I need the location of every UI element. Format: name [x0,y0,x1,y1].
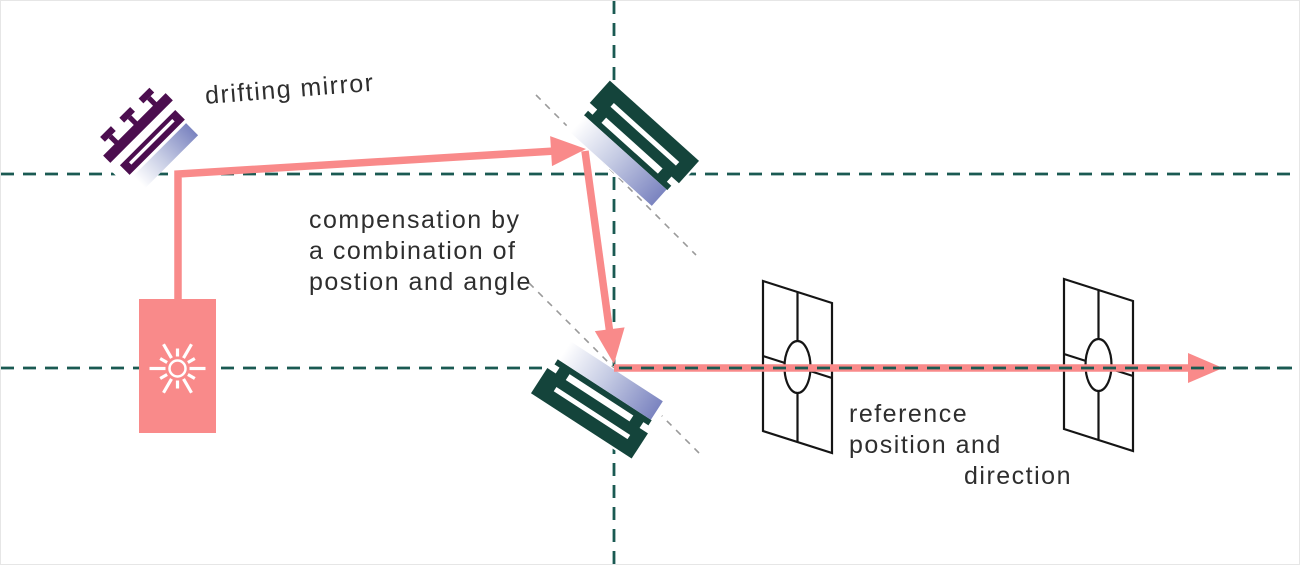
mirror-glass [133,123,199,189]
laser-starburst-icon [149,343,206,394]
reference-label: reference position and direction [849,399,1072,492]
compensation-label: compensation by a combination of postion… [309,205,532,298]
laser-ray [159,357,168,364]
laser-ray [182,343,193,359]
beam-arrowhead-icon [594,327,625,364]
mount-back-plate [103,93,173,163]
reference-label-line3: direction [964,462,1072,490]
beam-segment-mirror1-to-mirror2 [581,150,614,332]
reference-label-line1: reference [849,400,969,428]
beam-arrowhead-icon [550,136,586,167]
laser-source [139,299,216,433]
laser-ray [187,357,196,364]
laser-ray [182,378,193,394]
adjuster-knob-icon [119,106,135,123]
beam-segment-laser-to-mirror1 [174,147,556,300]
laser-ray [159,373,168,380]
compensation-label-line3: postion and angle [309,268,532,296]
laser-ray [162,343,173,359]
adjustable-mirror-icon [87,77,199,189]
adjuster-knob-icon [100,126,116,142]
laser-ray-hub [168,359,187,378]
laser-ray [187,373,196,380]
substrate-slit [128,118,175,165]
adjuster-knob-icon [138,87,155,104]
mirror-icon [564,77,702,212]
mirror-icon [528,336,670,462]
beam-arrowhead-icon [1188,353,1223,383]
mirror-backing [87,77,197,187]
compensation-label-line1: compensation by [309,206,521,234]
laser-ray [162,378,173,394]
reference-label-line2: position and [849,431,1002,459]
compensation-label-line2: a combination of [309,237,517,265]
